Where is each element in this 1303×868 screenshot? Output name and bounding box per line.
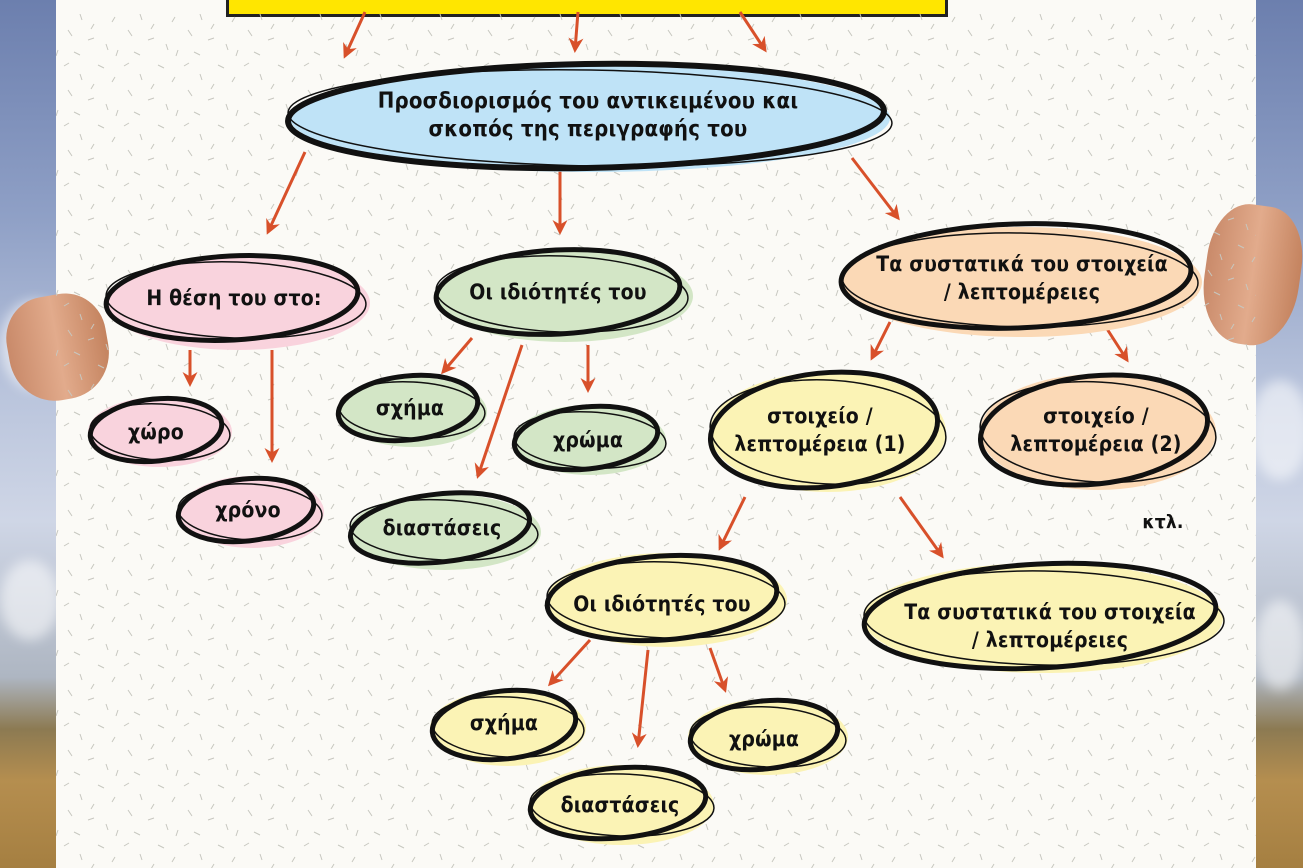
arrow	[850, 157, 900, 221]
element1-fill	[710, 372, 946, 492]
node-time: χρόνο	[215, 498, 281, 522]
dimensions2-fill	[530, 765, 714, 845]
node-root: Προσδιορισμός του αντικειμένου και σκοπό…	[377, 89, 799, 142]
arrows	[182, 11, 1129, 748]
node-dimensions-2: διαστάσεις	[560, 793, 680, 817]
node-components: Τα συστατικά του στοιχεία / λεπτομέρειες	[876, 252, 1168, 304]
arrow	[266, 151, 307, 235]
arrow	[870, 321, 892, 361]
node-shape-1: σχήμα	[375, 396, 445, 420]
cloud	[1255, 600, 1303, 690]
node-outlines	[87, 60, 1225, 842]
arrow	[441, 337, 474, 375]
arrow	[568, 11, 584, 53]
node-position: Η θέση του στο:	[146, 286, 322, 310]
node-shape-2: σχήμα	[469, 711, 539, 735]
components-fill	[842, 227, 1202, 337]
position-fill	[106, 256, 370, 350]
properties2-fill	[547, 553, 787, 647]
etc-label: κτλ.	[1142, 511, 1184, 533]
properties-fill	[437, 250, 693, 342]
arrow	[708, 647, 729, 693]
node-fills	[88, 64, 1223, 845]
node-element-2: στοιχείο / λεπτομέρεια (2)	[1010, 404, 1182, 456]
node-space: χώρο	[128, 420, 184, 444]
node-color-2: χρώμα	[728, 727, 800, 751]
node-color-1: χρώμα	[552, 428, 624, 452]
node-dimensions-1: διαστάσεις	[382, 516, 502, 540]
arrow	[738, 11, 767, 53]
cloud	[1250, 380, 1303, 480]
node-properties: Οι ιδιότητές του	[469, 280, 647, 304]
arrow	[631, 649, 650, 748]
arrow	[547, 638, 592, 687]
arrow	[898, 496, 944, 559]
node-element-1: στοιχείο / λεπτομέρεια (1)	[734, 404, 906, 456]
node-components-2: Τα συστατικά του στοιχεία / λεπτομέρειες	[904, 600, 1196, 652]
node-properties-2: Οι ιδιότητές του	[573, 592, 751, 616]
components2-fill	[863, 563, 1223, 673]
color2-fill	[688, 699, 848, 775]
cloud	[0, 560, 60, 640]
element2-fill	[980, 374, 1216, 490]
arrow	[343, 11, 367, 59]
arrow	[718, 496, 747, 551]
arrow	[474, 344, 524, 479]
root-fill	[290, 64, 890, 172]
